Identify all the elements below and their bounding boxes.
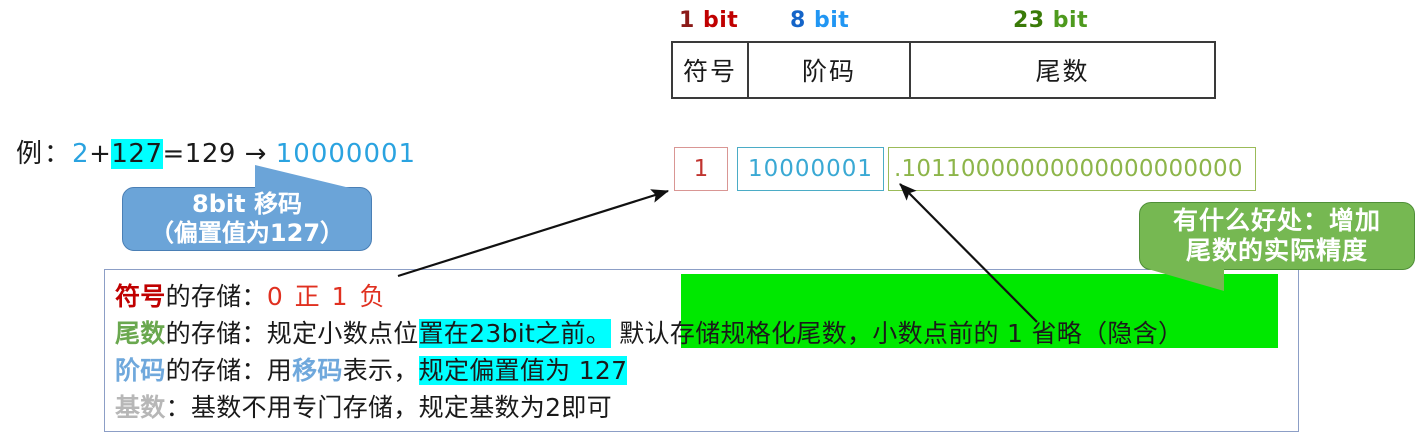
example-binary-code: 10000001	[275, 139, 417, 169]
rule-fraction-highlight: 置在23bit之前。	[418, 319, 612, 348]
example-expression: 例：2+127=129 → 10000001	[16, 133, 416, 170]
rule-line-base: 基数：基数不用专门存储，规定基数为2即可	[115, 389, 1298, 426]
rule-fraction-text: 的存储：规定小数点位	[165, 319, 419, 348]
example-label: 例：	[16, 139, 73, 169]
value-box-fraction: .10110000000000000000000	[888, 147, 1256, 191]
bit-label-sign-number: 1	[679, 8, 695, 33]
rule-base-text: ：基数不用专门存储，规定基数为2即可	[165, 393, 612, 422]
example-plus-sign: +	[89, 139, 112, 169]
rule-line-sign: 符号的存储：0 正 1 负	[115, 278, 1298, 315]
rule-keyword-fraction: 尾数	[115, 319, 166, 348]
callout-blue-line2: （偏置值为127）	[149, 219, 345, 247]
callout-precision-benefit: 有什么好处：增加 尾数的实际精度	[1139, 202, 1415, 291]
bit-label-sign: 1 bit	[679, 8, 738, 33]
bit-label-exponent: 8 bit	[790, 8, 849, 33]
callout-blue-line1: 8bit 移码	[192, 189, 302, 218]
bit-label-exponent-number: 8	[790, 8, 806, 33]
rule-sign-value: 0 正 1 负	[266, 282, 387, 311]
bit-label-fraction-unit: bit	[1044, 8, 1089, 33]
rule-keyword-exponent: 阶码	[115, 356, 166, 385]
bit-label-fraction-number: 23	[1013, 8, 1045, 33]
rule-exponent-highlight: 规定偏置值为 127	[418, 356, 628, 385]
callout-green-line1: 有什么好处：增加	[1172, 205, 1381, 235]
value-sign-bit: 1	[693, 156, 709, 182]
rule-line-fraction: 尾数的存储：规定小数点位置在23bit之前。 默认存储规格化尾数，小数点前的 1…	[115, 315, 1298, 352]
rule-exponent-text2: 表示，	[342, 356, 419, 385]
example-bias-value: 127	[111, 139, 163, 169]
value-fraction-bits: .10110000000000000000000	[894, 156, 1243, 182]
bit-label-exponent-unit: bit	[805, 8, 850, 33]
arrow-to-sign-box	[397, 189, 670, 278]
callout-green-tail	[1148, 269, 1224, 291]
table-cell-exponent: 阶码	[749, 43, 911, 97]
rule-sign-text: 的存储：	[165, 282, 267, 311]
callout-green-line2: 尾数的实际精度	[1185, 236, 1368, 265]
rule-keyword-base: 基数	[115, 393, 166, 422]
rule-exponent-inline-keyword: 移码	[292, 356, 343, 385]
table-cell-fraction: 尾数	[1035, 57, 1090, 86]
value-box-sign: 1	[674, 147, 728, 191]
value-exponent-bits: 10000001	[747, 156, 874, 182]
rule-exponent-text: 的存储：用	[165, 356, 293, 385]
example-result: =129 →	[162, 139, 276, 169]
float-format-table: 符号 阶码 尾数	[671, 41, 1216, 99]
table-cell-sign: 符号	[673, 43, 749, 97]
callout-blue-tail	[255, 165, 350, 188]
rule-keyword-sign: 符号	[115, 282, 166, 311]
bit-label-sign-unit: bit	[694, 8, 739, 33]
rule-fraction-tail: 默认存储规格化尾数，小数点前的 1 省略（隐含）	[611, 319, 1184, 348]
example-exponent-value: 2	[72, 139, 90, 169]
bit-label-fraction: 23 bit	[1013, 8, 1088, 33]
rule-line-exponent: 阶码的存储：用移码表示，规定偏置值为 127	[115, 352, 1298, 389]
callout-excess-code: 8bit 移码 （偏置值为127）	[122, 165, 372, 251]
storage-rules-box: 符号的存储：0 正 1 负 尾数的存储：规定小数点位置在23bit之前。 默认存…	[104, 269, 1299, 432]
value-box-exponent: 10000001	[737, 147, 884, 191]
